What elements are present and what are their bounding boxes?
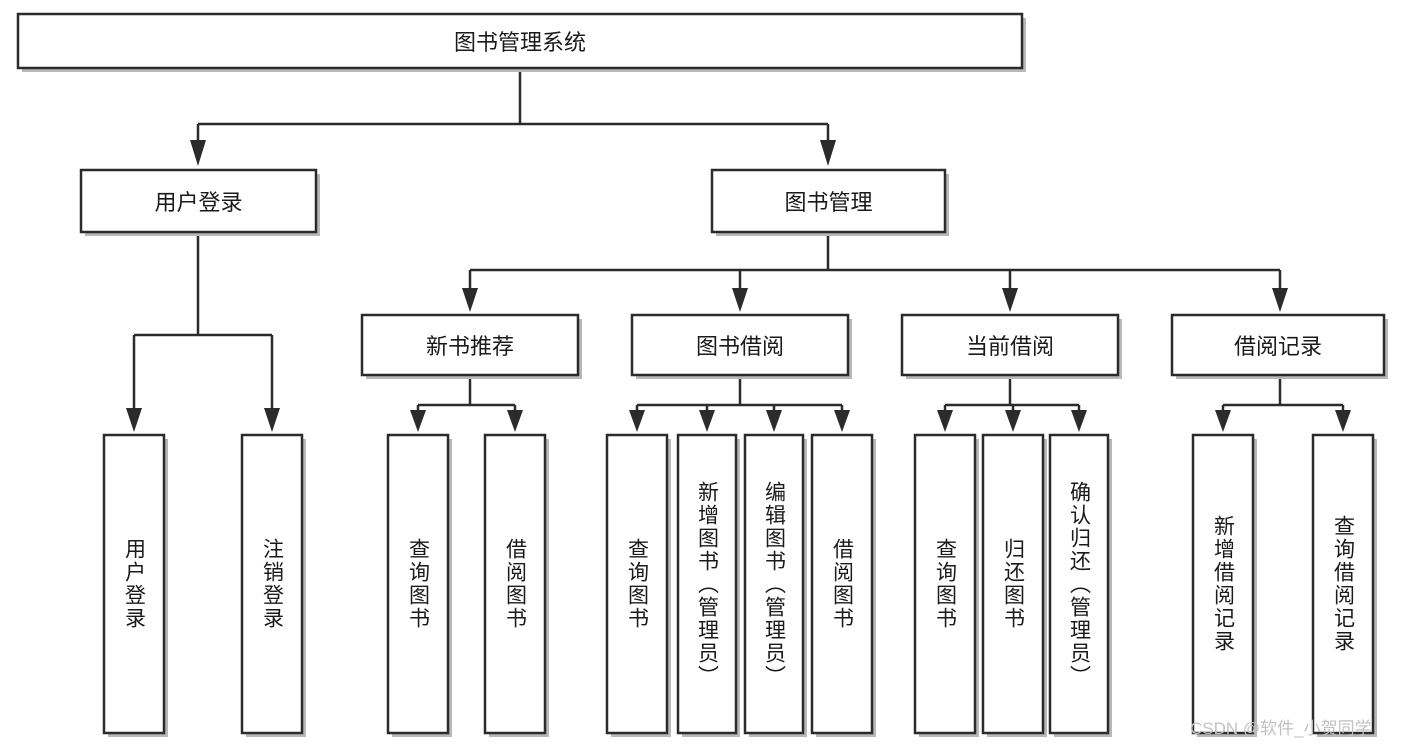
connector-group-bookmgmt [462,232,1288,312]
arrow-head-bookmgmt [820,140,836,166]
connector-group-currentborrow-children [937,375,1087,432]
arrow-head-userlogin [190,140,206,166]
arrow-head-leaf-query-book-current [937,410,953,432]
node-rect-leaf-query-book-current[interactable] [913,433,977,735]
connector-group-root [190,68,836,166]
node-rect-current-borrow[interactable] [900,313,1120,377]
node-rect-new-book-recommend[interactable] [360,313,580,377]
node-rect-leaf-confirm-return[interactable] [1048,433,1110,735]
arrow-head-leaf-return-book [1005,410,1021,432]
node-rect-user-login[interactable] [79,168,318,234]
arrow-head-leaf-add-book [699,410,715,432]
node-rect-leaf-user-login[interactable] [102,433,166,735]
arrow-head-leaf-add-borrow-record [1215,410,1231,432]
connector-group-bookborrow-children [629,375,850,432]
arrow-head-leaf-logout [264,408,280,432]
node-rect-leaf-query-book-borrow[interactable] [605,433,669,735]
node-rect-leaf-add-book[interactable] [676,433,738,735]
arrow-head-leaf-query-book-recommend [410,410,426,432]
node-rect-root[interactable] [16,12,1024,70]
node-rect-book-borrow[interactable] [630,313,850,377]
node-rect-leaf-borrow-book-recommend[interactable] [483,433,547,735]
arrow-head-newbook [462,288,478,312]
arrow-head-leaf-query-borrow-record [1335,410,1351,432]
node-rect-leaf-query-book-recommend[interactable] [386,433,450,735]
node-rect-borrow-record[interactable] [1170,313,1386,377]
node-rect-leaf-edit-book[interactable] [743,433,805,735]
arrow-head-leaf-confirm-return [1071,410,1087,432]
connector-group-newbook-children [410,375,523,432]
arrow-head-borrowrecord [1272,288,1288,312]
node-rect-leaf-add-borrow-record[interactable] [1191,433,1255,735]
node-rect-leaf-borrow-book[interactable] [810,433,874,735]
node-rect-leaf-query-borrow-record[interactable] [1311,433,1375,735]
arrow-head-leaf-borrow-book-recommend [507,410,523,432]
arrow-head-currentborrow [1002,288,1018,312]
connector-group-borrowrecord-children [1215,375,1351,432]
arrow-head-bookborrow [732,288,748,312]
csdn-watermark: CSDN @软件_小贺同学 [1190,719,1372,738]
node-rect-leaf-logout[interactable] [240,433,304,735]
node-rect-book-management[interactable] [710,168,947,234]
arrow-head-leaf-query-book-borrow [629,410,645,432]
arrow-head-leaf-edit-book [766,410,782,432]
arrow-head-leaf-borrow-book [834,410,850,432]
arrow-head-leaf-user-login [126,408,142,432]
node-rect-leaf-return-book[interactable] [981,433,1045,735]
connector-group-userlogin-children [126,232,280,432]
node-boxes [16,12,1388,737]
